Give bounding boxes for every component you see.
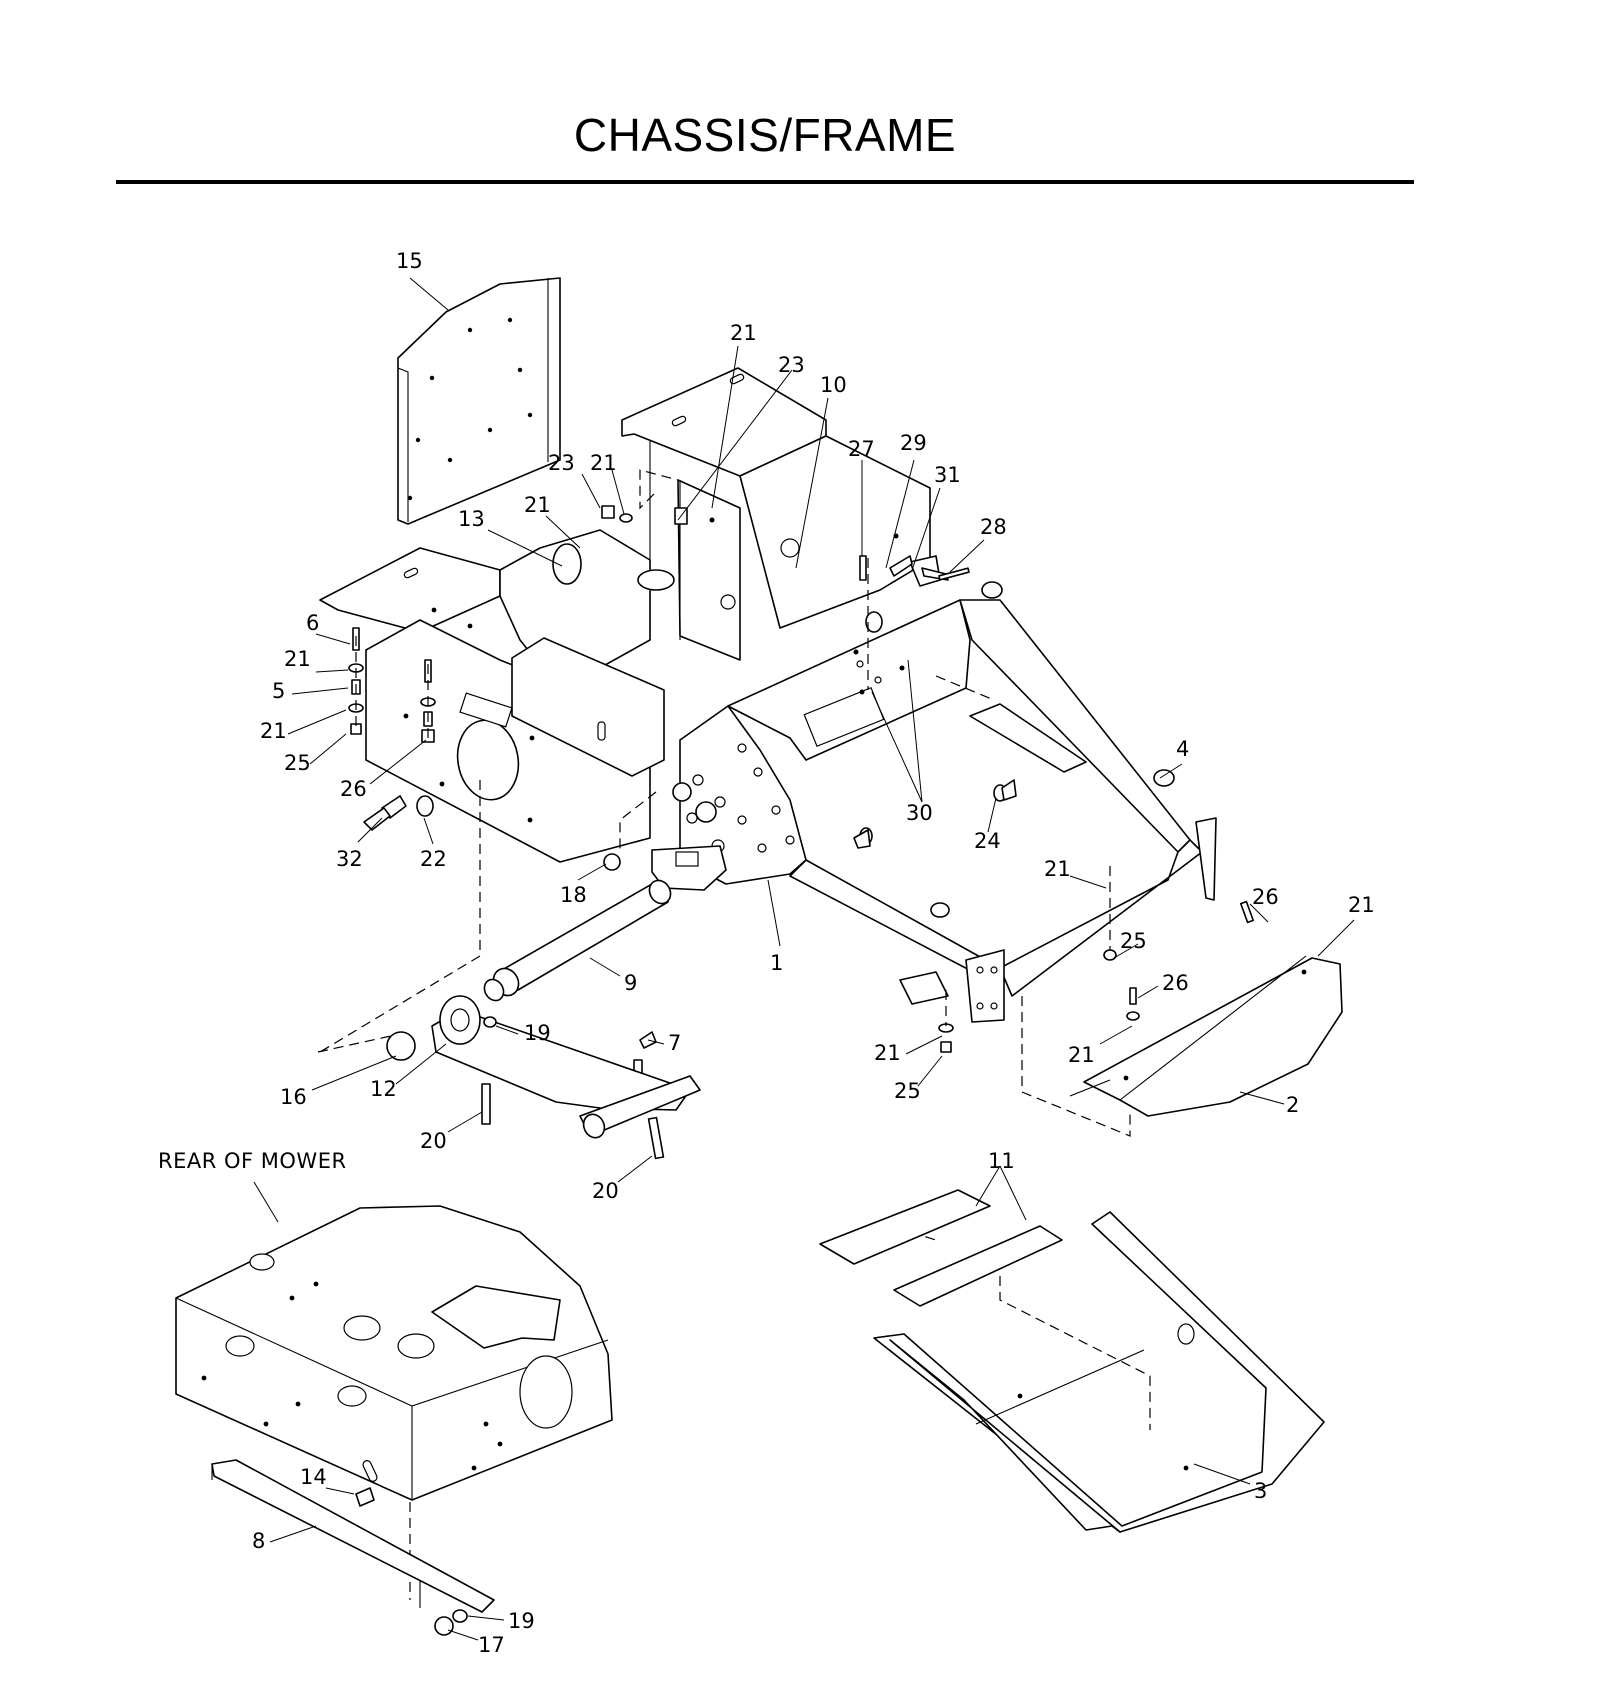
alignment-dashed-lines	[317, 469, 1151, 1600]
callout-21: 21	[524, 493, 551, 517]
page-title: CHASSIS/FRAME	[573, 109, 957, 161]
callout-1: 1	[770, 951, 783, 975]
part-10-upper-frame	[621, 367, 931, 661]
part-12-front-axle	[386, 995, 701, 1160]
detail-rear-of-mower	[175, 1205, 613, 1636]
title-divider	[116, 180, 1414, 184]
callout-23: 23	[778, 353, 805, 377]
rear-of-mower-label: REAR OF MOWER	[158, 1149, 347, 1173]
callout-20: 20	[592, 1179, 619, 1203]
callout-17: 17	[478, 1633, 505, 1657]
callout-29: 29	[900, 431, 927, 455]
part-1-main-chassis	[365, 555, 1217, 1023]
callout-19: 19	[524, 1021, 551, 1045]
part-11-floor-mats	[819, 1189, 1063, 1307]
callout-3: 3	[1254, 1479, 1267, 1503]
callout-25: 25	[1120, 929, 1147, 953]
callout-26: 26	[1162, 971, 1189, 995]
part-15-back-panel	[397, 277, 561, 525]
callout-26: 26	[340, 777, 367, 801]
callout-labels: 15 21 23 10 23 21 27 29 31 21 13 28 6 21…	[158, 249, 1375, 1657]
callout-16: 16	[280, 1085, 307, 1109]
callout-21: 21	[284, 647, 311, 671]
callout-21: 21	[590, 451, 617, 475]
callout-32: 32	[336, 847, 363, 871]
callout-18: 18	[560, 883, 587, 907]
callout-31: 31	[934, 463, 961, 487]
callout-25: 25	[284, 751, 311, 775]
callout-28: 28	[980, 515, 1007, 539]
callout-21: 21	[730, 321, 757, 345]
part-3-floor-pan	[873, 1211, 1325, 1533]
callout-9: 9	[624, 971, 637, 995]
callout-25: 25	[894, 1079, 921, 1103]
callout-21: 21	[260, 719, 287, 743]
callout-14: 14	[300, 1465, 327, 1489]
callout-11: 11	[988, 1149, 1015, 1173]
callout-8: 8	[252, 1529, 265, 1553]
part-9-pivot-tube	[483, 879, 672, 1002]
callout-21: 21	[1068, 1043, 1095, 1067]
callout-22: 22	[420, 847, 447, 871]
callout-12: 12	[370, 1077, 397, 1101]
callout-10: 10	[820, 373, 847, 397]
callout-23: 23	[548, 451, 575, 475]
callout-19: 19	[508, 1609, 535, 1633]
callout-7: 7	[668, 1031, 681, 1055]
callout-26: 26	[1252, 885, 1279, 909]
callout-21: 21	[1348, 893, 1375, 917]
callout-20: 20	[420, 1129, 447, 1153]
callout-5: 5	[272, 679, 285, 703]
callout-21: 21	[1044, 857, 1071, 881]
callout-2: 2	[1286, 1093, 1299, 1117]
callout-15: 15	[396, 249, 423, 273]
part-2-side-shield	[1069, 955, 1343, 1117]
leader-lines	[253, 277, 1355, 1641]
callout-21: 21	[874, 1041, 901, 1065]
callout-13: 13	[458, 507, 485, 531]
callout-6: 6	[306, 611, 319, 635]
callout-24: 24	[974, 829, 1001, 853]
callout-30: 30	[906, 801, 933, 825]
callout-27: 27	[848, 437, 875, 461]
callout-4: 4	[1176, 737, 1189, 761]
